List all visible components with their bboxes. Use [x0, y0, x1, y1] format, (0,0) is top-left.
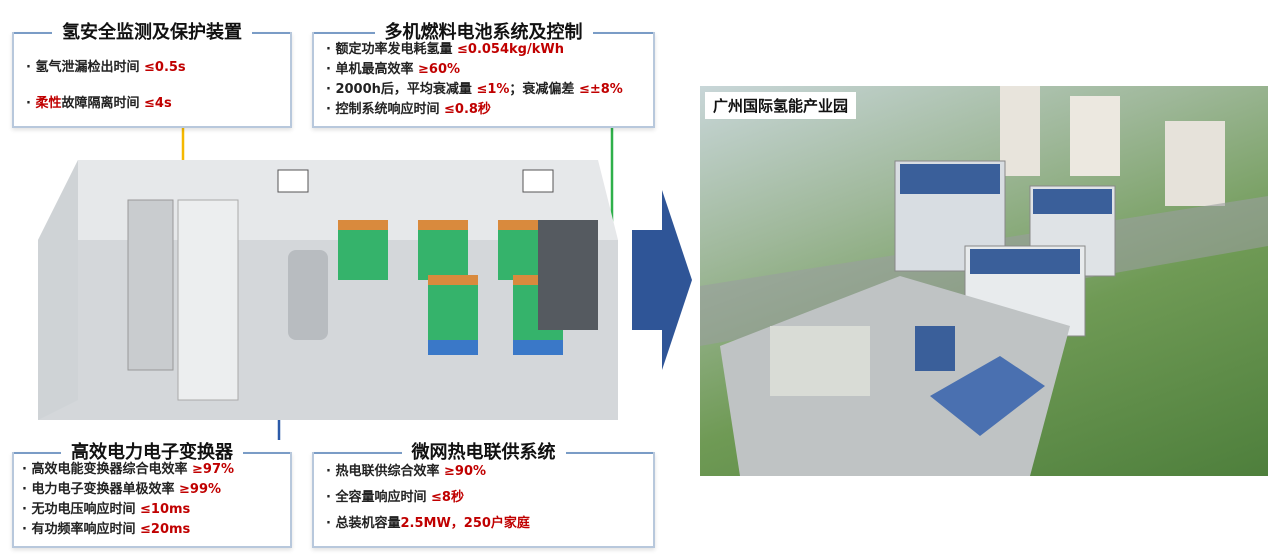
box-title: 微网热电联供系统 — [401, 442, 566, 463]
list-item: 全容量响应时间 ≤8秒 — [326, 488, 530, 508]
list-item: 高效电能变换器综合电效率 ≥97% — [22, 460, 234, 480]
power-unit — [538, 220, 598, 330]
list-item: 额定功率发电耗氢量 ≤0.054kg/kWh — [326, 40, 623, 60]
park-aerial-illustration — [700, 86, 1268, 476]
photo-caption: 广州国际氢能产业园 — [705, 92, 857, 119]
converter-box: 高效电力电子变换器 高效电能变换器综合电效率 ≥97% 电力电子变换器单极效率 … — [12, 442, 292, 548]
fuel-cell-box: 多机燃料电池系统及控制 额定功率发电耗氢量 ≤0.054kg/kWh 单机最高效… — [312, 22, 655, 128]
list-item: 单机最高效率 ≥60% — [326, 60, 623, 80]
list-item: 氢气泄漏检出时间 ≤0.5s — [26, 58, 185, 78]
box-title: 高效电力电子变换器 — [61, 442, 243, 463]
box-title: 氢安全监测及保护装置 — [52, 22, 252, 43]
fuel-cell-container-illustration — [38, 160, 618, 420]
chp-box: 微网热电联供系统 热电联供综合效率 ≥90% 全容量响应时间 ≤8秒 总装机容量… — [312, 442, 655, 548]
control-cabinet — [177, 199, 239, 401]
list-item: 电力电子变换器单极效率 ≥99% — [22, 480, 234, 500]
list-item: 总装机容量2.5MW，250户家庭 — [326, 514, 529, 534]
list-item: 柔性故障隔离时间 ≤4s — [26, 94, 186, 114]
list-item: 有功频率响应时间 ≤20ms — [22, 520, 234, 540]
right-arrow-icon — [632, 190, 692, 370]
list-item: 无功电压响应时间 ≤10ms — [22, 500, 234, 520]
list-item: 2000h后，平均衰减量 ≤1%；衰减偏差 ≤±8% — [326, 80, 622, 100]
tank — [288, 250, 328, 340]
industrial-park-photo: 广州国际氢能产业园 — [700, 86, 1268, 476]
container-wall — [38, 160, 78, 420]
rack — [127, 199, 174, 371]
box-title: 多机燃料电池系统及控制 — [374, 22, 593, 43]
list-item: 控制系统响应时间 ≤0.8秒 — [326, 100, 623, 120]
list-item: 热电联供综合效率 ≥90% — [326, 462, 530, 482]
fan-icon — [277, 169, 309, 193]
fan-icon — [522, 169, 554, 193]
hydrogen-safety-box: 氢安全监测及保护装置 氢气泄漏检出时间 ≤0.5s 柔性故障隔离时间 ≤4s — [12, 22, 292, 128]
